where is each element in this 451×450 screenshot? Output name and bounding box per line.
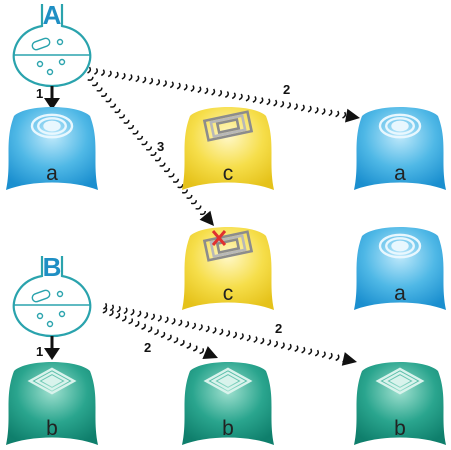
particle-icon [31,37,66,76]
coil-receptor-icon [202,230,254,262]
diffusion-arrows [87,66,360,366]
square-receptor-icon [203,367,253,395]
ring-receptor-icon [30,113,74,139]
arrow-b-to-b1: 1 [36,336,60,360]
arrowhead-icon [202,346,218,359]
cell-b1: b [6,362,98,445]
cell-body [182,362,274,445]
coil-receptor-icon [202,110,254,142]
cell-label: c [223,282,234,305]
cell-b2: b [182,362,274,445]
diffuse-arrow-a-to-a2 [87,66,360,123]
arrow-label: 2 [144,340,151,355]
cell-label: b [394,417,406,440]
ring-receptor-icon [378,113,422,139]
arrowhead-icon [345,108,360,123]
source-label-b: B [43,252,62,282]
blocked-x-icon [211,230,227,246]
cell-label: b [46,417,58,440]
arrow-label: 1 [36,86,43,101]
cell-body [354,107,446,190]
cell-body [354,362,446,445]
source-label-a: A [43,0,62,30]
particle-icon [31,289,66,328]
arrow-label: 2 [275,321,282,336]
cell-a1: a [6,107,98,190]
cells: a c a c a b b b [6,107,446,445]
arrow-a-to-a1: 1 [36,86,60,110]
cell-a2: a [354,107,446,190]
cell-b3: b [354,362,446,445]
arrow-label: 3 [157,139,164,154]
cell-c2: c [182,227,274,310]
square-receptor-icon [375,367,425,395]
cell-body [6,107,98,190]
arrowhead-icon [341,352,357,366]
arrowhead-icon [199,210,214,226]
cell-a3: a [354,227,446,310]
cell-label: a [394,162,406,185]
cell-label: b [222,417,234,440]
cell-body [6,362,98,445]
cell-body [354,227,446,310]
source-flask-b: B [12,252,92,338]
diffuse-arrow-a-to-c2 [87,76,214,226]
arrow-label: 2 [283,82,290,97]
cell-label: c [223,162,234,185]
arrow-label: 1 [36,344,43,359]
cell-c1: c [182,107,274,190]
cell-label: a [394,282,406,305]
ring-receptor-icon [378,233,422,259]
square-receptor-icon [27,367,77,395]
source-flask-a: A [12,0,92,88]
cell-label: a [46,162,58,185]
diffuse-arrow-b-to-b3 [103,302,357,366]
diffuse-arrow-b-to-b2 [102,307,218,359]
